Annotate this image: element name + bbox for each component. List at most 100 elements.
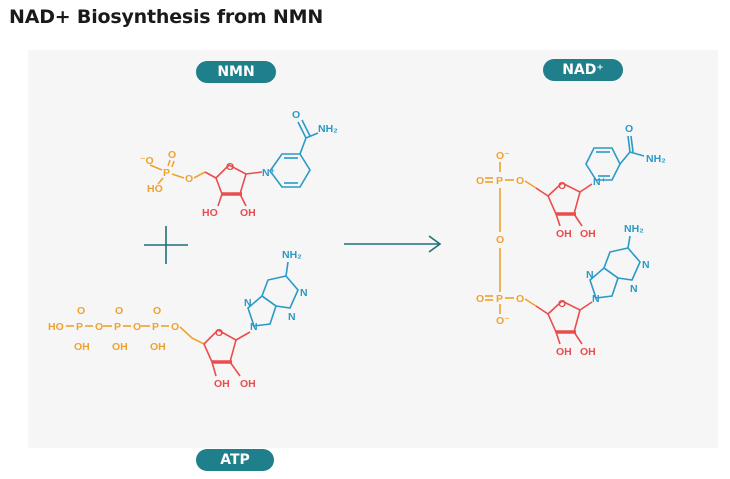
ribose-ring	[547, 300, 581, 333]
bond	[299, 137, 307, 155]
atom-o: O	[77, 305, 85, 317]
atom-n: N	[288, 311, 296, 323]
atom-o: O	[496, 234, 504, 246]
bond	[524, 180, 537, 189]
atom-ho: HO	[147, 183, 163, 195]
atom-p: P	[496, 293, 503, 305]
bond	[193, 171, 206, 179]
atom-o: O	[226, 161, 234, 173]
atom-p: P	[152, 321, 159, 333]
atom-o: O	[516, 293, 524, 305]
bond	[179, 326, 193, 339]
bond	[579, 301, 593, 311]
bond	[301, 119, 311, 137]
atom-o: O	[133, 321, 141, 333]
atom-oh: OH	[580, 228, 596, 240]
atom-o: O	[516, 175, 524, 187]
bond	[297, 121, 307, 139]
atom-o: O	[292, 109, 300, 121]
atom-n: N	[244, 297, 252, 309]
atom-oh: OH	[214, 378, 230, 390]
atom-p: P	[76, 321, 83, 333]
atom-oh: OH	[112, 341, 128, 353]
atom-o: O	[215, 327, 223, 339]
atp-structure: HO P O OH O P O OH O P O OH O O OH OH N …	[48, 249, 308, 390]
nad-structure: O⁻ O P O O O P O O⁻ O OH OH	[476, 123, 666, 358]
atom-o: O	[185, 173, 193, 185]
bond	[555, 331, 561, 345]
bond	[239, 193, 247, 207]
atom-oh: OH	[556, 346, 572, 358]
atom-o-minus: O⁻	[496, 315, 510, 327]
atom-o-minus: O⁻	[496, 150, 510, 162]
pyrimidine-ring	[261, 275, 299, 309]
bond	[235, 331, 251, 341]
pyridine-ring	[269, 153, 311, 188]
bond	[285, 261, 289, 277]
atom-o: O	[625, 123, 633, 135]
atom-n: N	[586, 269, 594, 281]
bond	[627, 235, 631, 249]
pyrimidine-ring	[603, 247, 641, 281]
bond	[629, 151, 645, 157]
atom-p: P	[496, 175, 503, 187]
atom-o: O	[153, 305, 161, 317]
nmn-label: NMN	[196, 61, 276, 83]
bond	[305, 132, 319, 139]
bond	[524, 298, 537, 307]
atom-ho: HO	[202, 207, 218, 219]
atom-o: O	[558, 180, 566, 192]
atom-nh2: NH₂	[282, 249, 302, 261]
bond	[191, 337, 205, 345]
atom-oh: OH	[240, 378, 256, 390]
ribose-ring	[203, 329, 237, 363]
atom-oh: OH	[556, 228, 572, 240]
atom-o: O	[95, 321, 103, 333]
atom-n-plus: N⁺	[593, 176, 606, 188]
atom-oh: OH	[74, 341, 90, 353]
nmn-structure: ⁻O O P HO O O HO OH N⁺ O NH₂	[140, 109, 338, 219]
bond	[171, 160, 175, 168]
atom-ho: HO	[48, 321, 64, 333]
bond	[573, 331, 583, 345]
atom-oh: OH	[240, 207, 256, 219]
atom-o: O	[476, 293, 484, 305]
reaction-arrow-icon	[344, 235, 442, 253]
bond	[619, 151, 631, 165]
bond	[157, 177, 164, 185]
atom-n-plus: N⁺	[262, 167, 275, 179]
atom-nh2: NH₂	[646, 153, 666, 165]
bond	[171, 173, 185, 179]
plus-icon	[144, 226, 188, 264]
bond	[245, 171, 263, 175]
atom-n: N	[642, 259, 650, 271]
bond	[555, 213, 561, 227]
bond	[535, 187, 549, 197]
atom-p: P	[163, 167, 170, 179]
bond	[229, 361, 241, 377]
atom-o: O	[168, 149, 176, 161]
atp-label: ATP	[196, 449, 274, 471]
diagram-panel	[28, 50, 718, 448]
atom-o: O	[115, 305, 123, 317]
atom-n: N	[250, 321, 258, 333]
bond	[627, 135, 631, 153]
pyridine-ring	[585, 147, 621, 181]
atom-o-minus: ⁻O	[140, 155, 154, 167]
atom-o: O	[171, 321, 179, 333]
atom-n: N	[300, 287, 308, 299]
atom-o: O	[476, 175, 484, 187]
atom-oh: OH	[580, 346, 596, 358]
bond	[149, 164, 163, 171]
bond	[573, 213, 583, 227]
bond	[630, 135, 634, 153]
ribose-ring	[547, 182, 581, 215]
atom-n: N	[630, 283, 638, 295]
atom-oh: OH	[150, 341, 166, 353]
atom-n: N	[592, 293, 600, 305]
ribose-ring	[215, 164, 247, 195]
atom-nh2: NH₂	[318, 123, 338, 135]
bond	[579, 183, 593, 193]
bond	[211, 361, 217, 377]
